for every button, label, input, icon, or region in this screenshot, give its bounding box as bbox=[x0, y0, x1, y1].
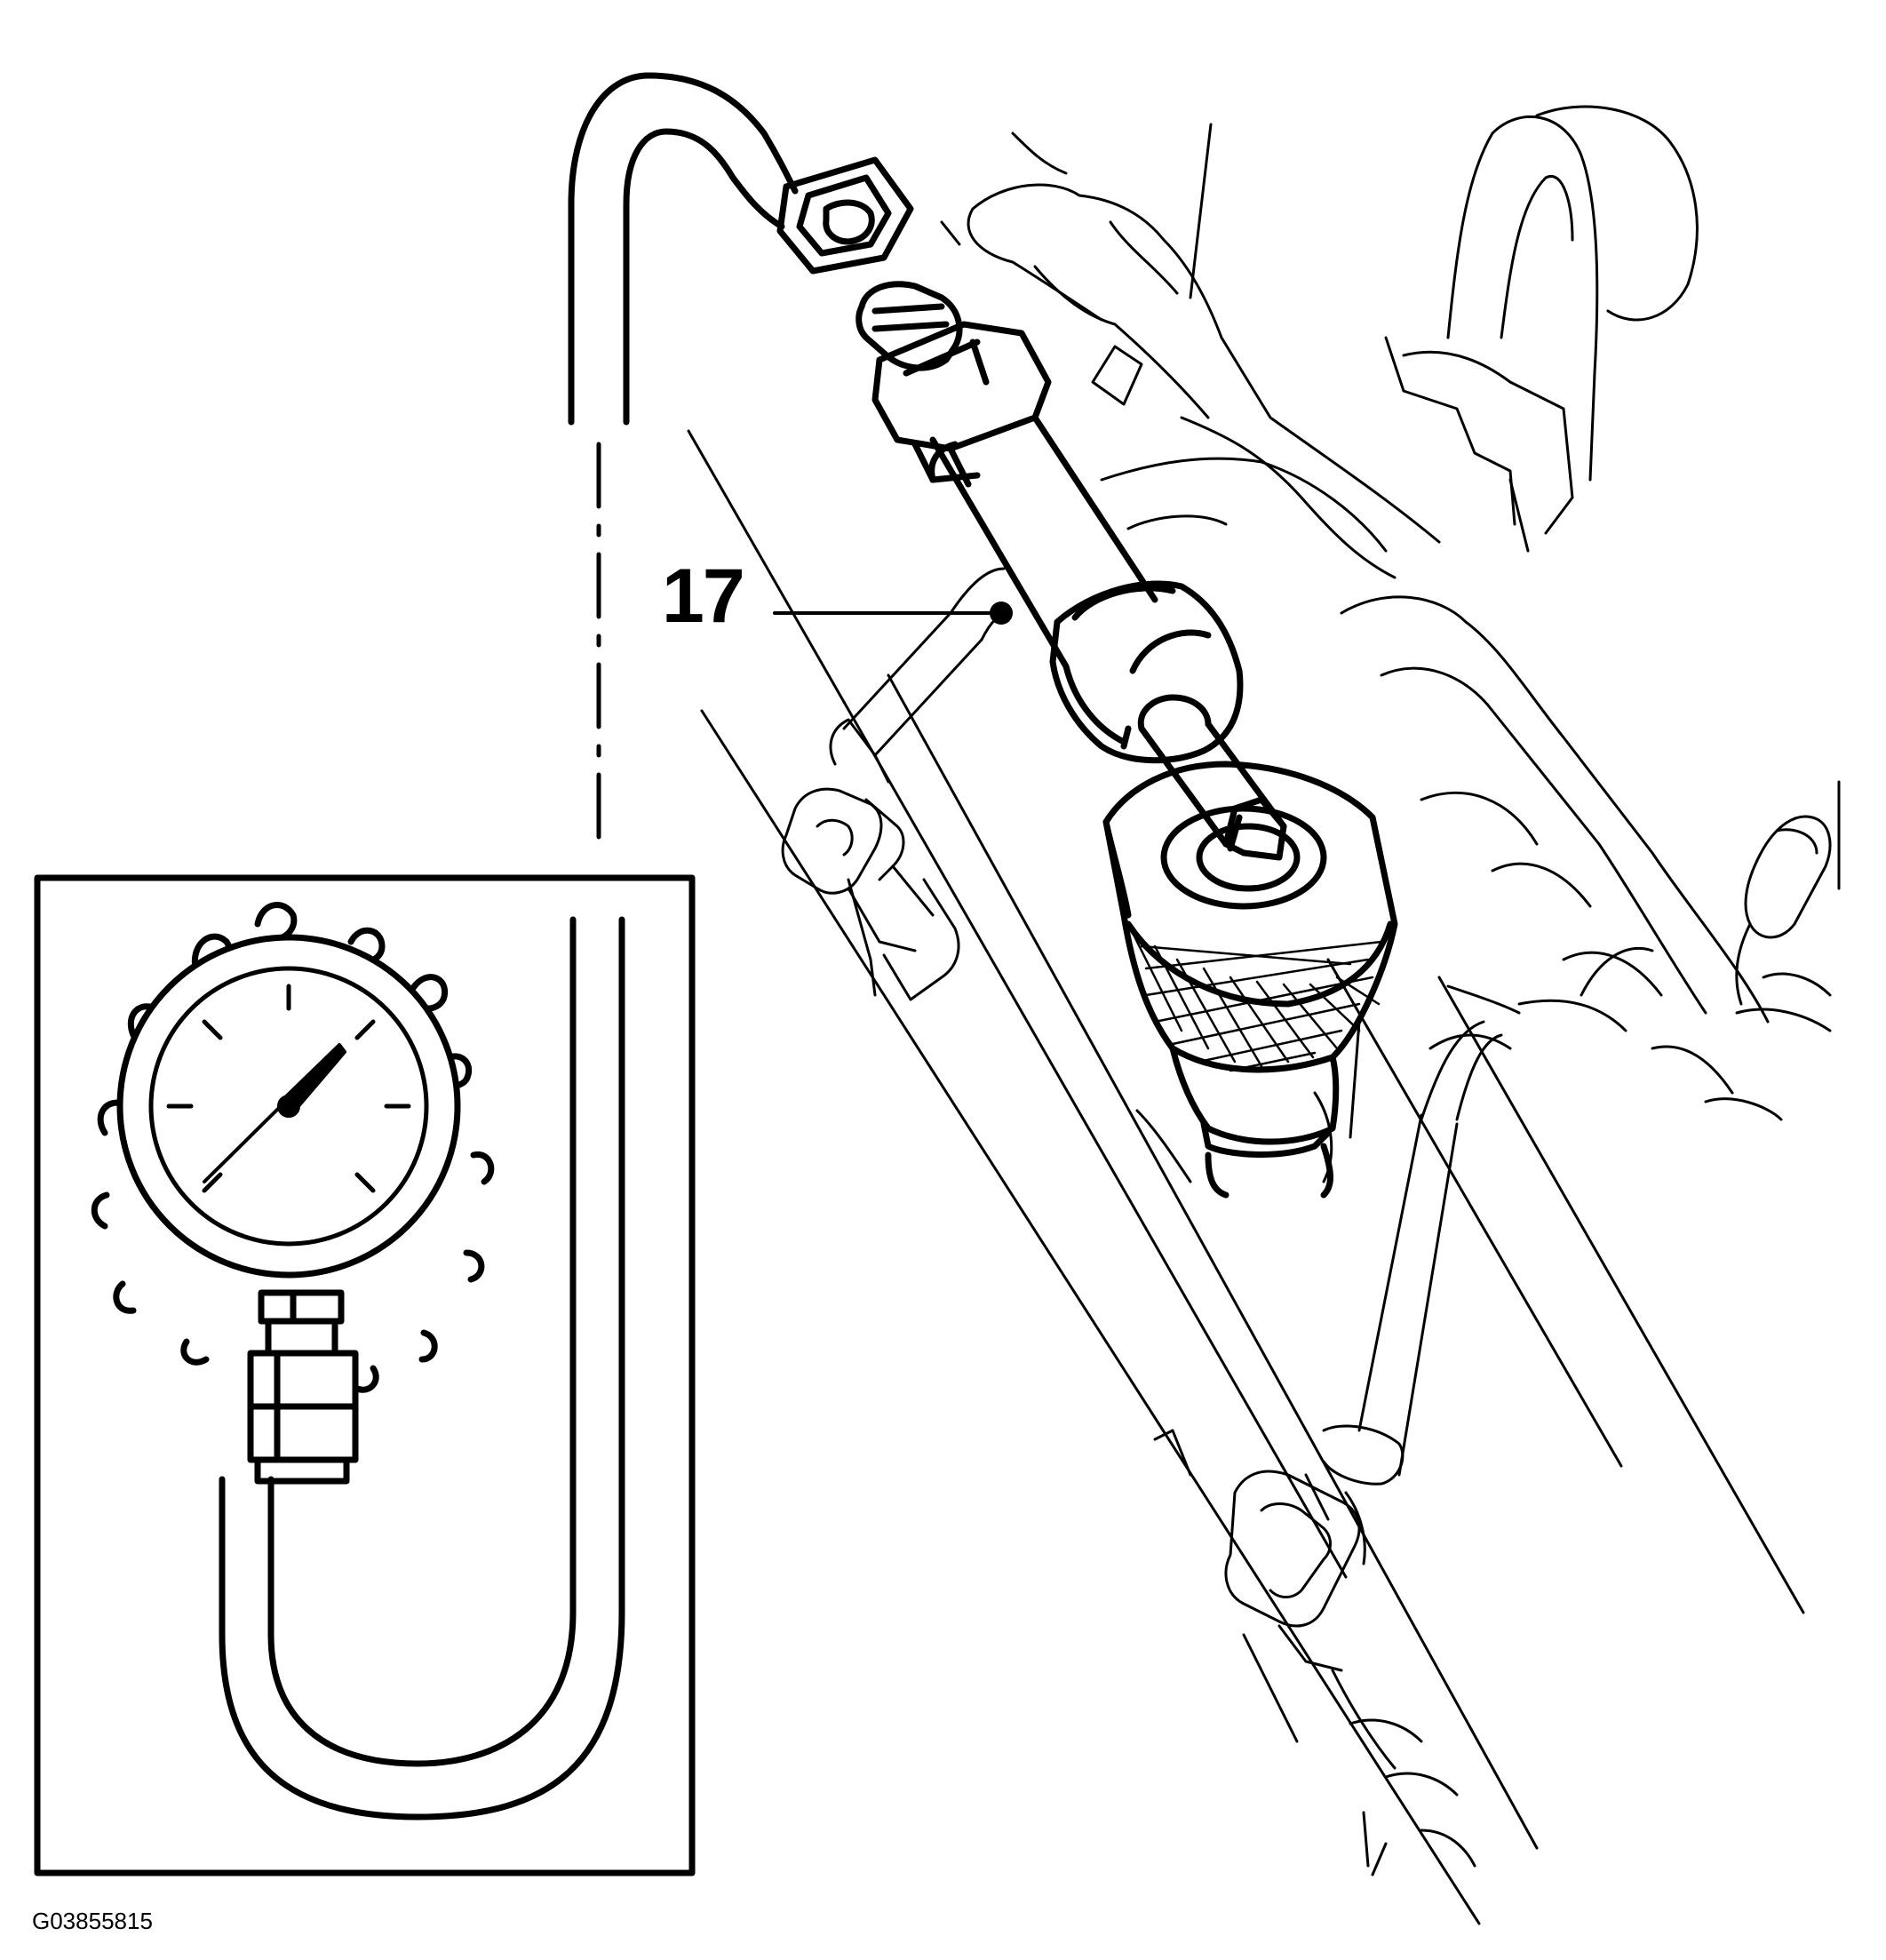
gauge-ticks bbox=[166, 984, 411, 1193]
knurled-cap-texture bbox=[1131, 931, 1383, 1072]
engine-background bbox=[687, 105, 1841, 1925]
gauge-hose-upper bbox=[568, 72, 799, 426]
figure-id: G03855815 bbox=[32, 1908, 153, 1934]
callout-number: 17 bbox=[662, 554, 745, 639]
test-port-adapter bbox=[776, 156, 1398, 1199]
gauge-inset bbox=[34, 874, 696, 1876]
gauge-fitting bbox=[247, 1289, 359, 1485]
callout-17-leader bbox=[773, 602, 1013, 625]
gauge-face bbox=[148, 966, 429, 1247]
gauge-needle bbox=[203, 1043, 346, 1183]
inset-frame bbox=[34, 874, 696, 1876]
gauge-hose bbox=[267, 916, 577, 1767]
